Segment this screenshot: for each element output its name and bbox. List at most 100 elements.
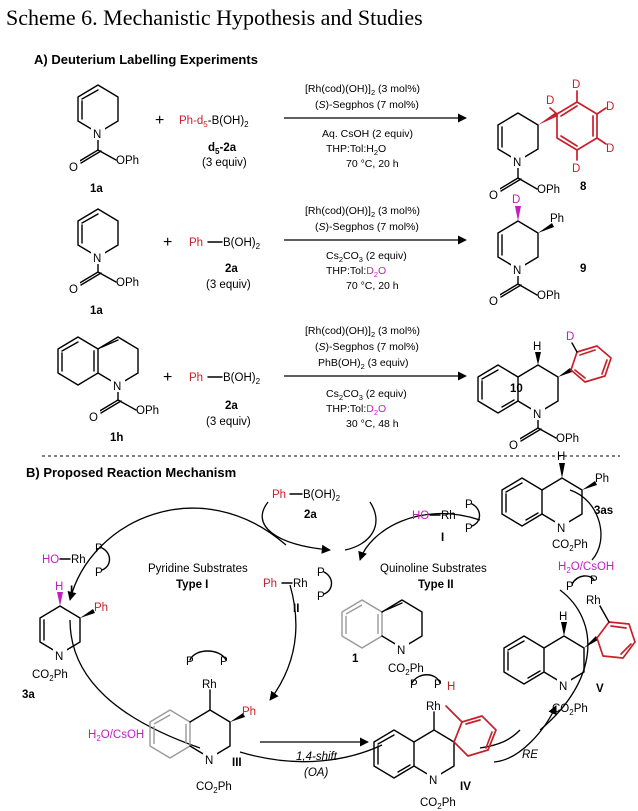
reaction-2: N O OPh 1a + Ph B(OH)2 2a (3 equiv) [Rh(… <box>68 194 586 317</box>
label-3as: 3as <box>594 505 613 517</box>
reagent-equiv-r3: (3 equiv) <box>206 416 251 428</box>
label-1h: 1h <box>110 432 123 444</box>
o-atom: O <box>489 190 498 202</box>
product-10-structure: N O OPh H D <box>477 331 612 452</box>
reagent-2a-r2: Ph <box>189 237 203 249</box>
n-atom: N <box>93 253 101 265</box>
hydrogen-label: H <box>55 581 63 593</box>
conditions-r2-temp: 70 °C, 20 h <box>346 280 399 292</box>
carbamate-label: CO2Ph <box>420 797 456 811</box>
rhodium-label: Rh <box>586 595 601 607</box>
label-III: III <box>232 757 242 769</box>
phenyl-label: Ph <box>550 213 564 225</box>
deuterium-label: D <box>512 194 520 206</box>
conditions-r2-solvent: THP:Tol:D2O <box>326 265 386 279</box>
substrate-1a-structure: N O OPh <box>68 84 139 174</box>
phenyl-label: Ph <box>94 602 108 614</box>
label-product-8: 8 <box>580 181 587 193</box>
substrate-1h-structure: N O OPh <box>57 336 159 424</box>
carbamate-label: CO2Ph <box>388 663 424 677</box>
n-atom: N <box>93 129 101 141</box>
shift-oa-label: (OA) <box>304 767 328 779</box>
o-atom: O <box>69 162 78 174</box>
hydroxide-label: HO <box>412 510 429 522</box>
plus-r1: + <box>155 112 164 129</box>
section-a-heading: A) Deuterium Labelling Experiments <box>34 52 258 67</box>
reagent-equiv-r1: (3 equiv) <box>202 157 247 169</box>
hydrogen-label: H <box>557 451 565 463</box>
catalytic-cycle: Ph B(OH)2 2a HO Rh P P I HO Rh P P I Ph <box>22 451 636 811</box>
product-3as: H Ph N CO2Ph 3as <box>501 451 613 553</box>
reagent-equiv-r2: (3 equiv) <box>206 279 251 291</box>
shift-label: 1,4-shift <box>296 751 338 763</box>
conditions-r1-temp: 70 °C, 20 h <box>346 158 399 170</box>
hydroxide-label: HO <box>42 554 59 566</box>
label-product-10: 10 <box>510 383 523 395</box>
oph-group: OPh <box>556 433 579 445</box>
conditions-r1-catalyst: [Rh(cod)(OH)]2 (3 mol%) <box>305 83 420 97</box>
phosphine-label: P <box>465 523 473 535</box>
label-V: V <box>596 683 604 695</box>
left-cycle-title: Pyridine Substrates <box>148 563 248 575</box>
right-cycle-type: Type II <box>418 579 454 591</box>
label-I-left: I <box>70 585 73 597</box>
reaction-3: N O OPh 1h + Ph B(OH)2 2a (3 equiv) [Rh(… <box>57 325 612 452</box>
n-atom: N <box>513 265 521 277</box>
catalyst-I-right: HO Rh P P I <box>412 499 481 544</box>
reagent-2a-boron: B(OH)2 <box>223 237 261 251</box>
reagent-2a-r3: Ph <box>189 372 203 384</box>
intermediate-III: Rh P P Ph N CO2Ph III <box>149 650 256 795</box>
product-8-structure: N O OPh D D D D D <box>488 79 614 202</box>
reagent-2a-label: 2a <box>225 263 238 275</box>
phenyl-label: Ph <box>242 706 256 718</box>
phosphine-label: P <box>317 567 325 579</box>
deuterium-label: D <box>572 163 580 175</box>
phosphine-label: P <box>465 499 473 511</box>
plus-r3: + <box>163 369 172 386</box>
left-cycle-type: Type I <box>176 579 208 591</box>
product-9-structure: N O OPh D Ph <box>488 194 564 308</box>
conditions-r2-ligand: (S)-Segphos (7 mol%) <box>315 221 419 233</box>
carbamate-label: CO2Ph <box>32 669 68 683</box>
phosphine-label: P <box>186 656 194 668</box>
deuterium-label: D <box>566 331 574 343</box>
plus-r2: + <box>163 234 172 251</box>
phosphine-label: P <box>317 591 325 603</box>
o-atom: O <box>69 284 78 296</box>
conditions-r1-base: Aq. CsOH (2 equiv) <box>322 128 413 140</box>
conditions-r3-temp: 30 °C, 48 h <box>346 418 399 430</box>
conditions-r3-ligand: (S)-Segphos (7 mol%) <box>315 341 419 353</box>
conditions-r3-base: Cs2CO3 (2 equiv) <box>326 388 407 402</box>
n-atom: N <box>55 651 63 663</box>
o-atom: O <box>89 412 98 424</box>
n-atom: N <box>513 157 521 169</box>
n-atom: N <box>533 409 541 421</box>
n-atom: N <box>557 523 565 535</box>
hydrogen-label: H <box>559 611 567 623</box>
phosphine-label: P <box>590 575 598 587</box>
rhodium-label: Rh <box>71 554 86 566</box>
phosphine-label: P <box>410 679 418 691</box>
label-1a-r2: 1a <box>90 305 103 317</box>
intermediate-II: Ph Rh P P II <box>263 567 333 615</box>
phosphine-label: P <box>95 543 103 555</box>
substrate-1a-structure: N O OPh <box>68 208 139 296</box>
n-atom: N <box>397 645 405 657</box>
label-1: 1 <box>352 653 359 665</box>
catalyst-I-left: HO Rh P P I <box>42 543 111 597</box>
deuterium-label: D <box>572 79 580 91</box>
mech-reagent-ph: Ph <box>272 489 286 501</box>
conditions-r2-base: Cs2CO3 (2 equiv) <box>326 250 407 264</box>
conditions-r2-catalyst: [Rh(cod)(OH)]2 (3 mol%) <box>305 205 420 219</box>
rhodium-label: Rh <box>426 701 441 713</box>
rhodium-label: Rh <box>293 578 308 590</box>
oph-group: OPh <box>537 290 560 302</box>
phenyl-label: Ph <box>263 578 277 590</box>
n-atom: N <box>205 755 213 767</box>
quench-left: H2O/CsOH <box>88 729 144 743</box>
label-3a: 3a <box>22 689 35 701</box>
o-atom: O <box>509 440 518 452</box>
deuterium-label: D <box>606 101 614 113</box>
oph-group: OPh <box>136 405 159 417</box>
